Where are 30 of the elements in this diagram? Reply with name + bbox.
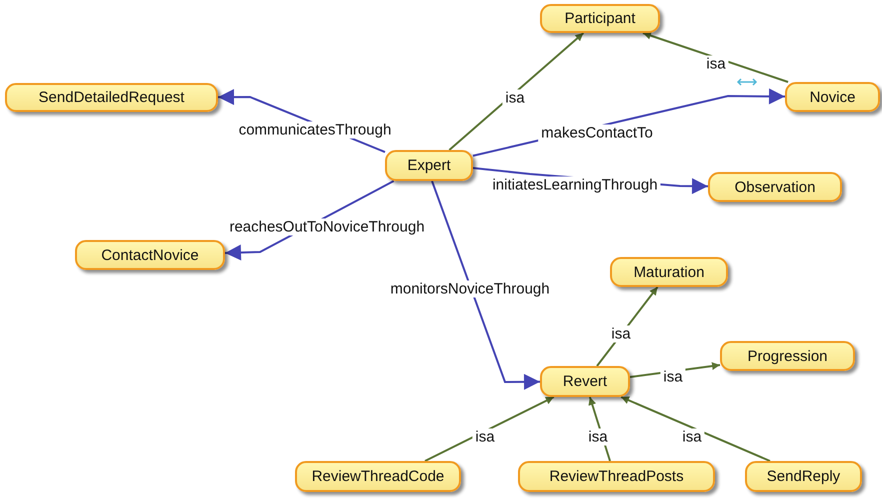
- class-node: [5, 83, 218, 112]
- arrow: [448, 32, 584, 151]
- class-node: [295, 461, 461, 492]
- node-label: Maturation: [634, 264, 704, 280]
- node-label: Participant: [564, 10, 636, 27]
- class-node: [540, 4, 660, 33]
- class-node: [540, 366, 630, 397]
- arrow: [642, 32, 788, 83]
- node-label: ReviewThreadPosts: [549, 468, 684, 485]
- arrow: [620, 396, 770, 462]
- node-label: Novice: [810, 88, 856, 106]
- node-label: SendDetailedRequest: [38, 89, 184, 106]
- node-label: Progression: [747, 348, 828, 364]
- node-label: SendReply: [766, 468, 840, 485]
- class-node: [610, 257, 728, 287]
- node-label: Revert: [562, 373, 608, 390]
- class-node: [75, 240, 225, 270]
- arrow: [431, 180, 540, 390]
- class-node: [745, 461, 862, 492]
- class-node: [708, 172, 842, 202]
- node-label: ReviewThreadCode: [312, 468, 444, 485]
- class-node: [720, 341, 855, 371]
- node-label: ContactNovice: [101, 246, 199, 264]
- arrow: [424, 396, 554, 462]
- class-node: [785, 82, 880, 112]
- node-label: Expert: [407, 157, 451, 174]
- class-node: [518, 461, 715, 492]
- class-node: [385, 150, 473, 181]
- edge-label: isa: [502, 90, 528, 106]
- node-label: Observation: [734, 178, 816, 196]
